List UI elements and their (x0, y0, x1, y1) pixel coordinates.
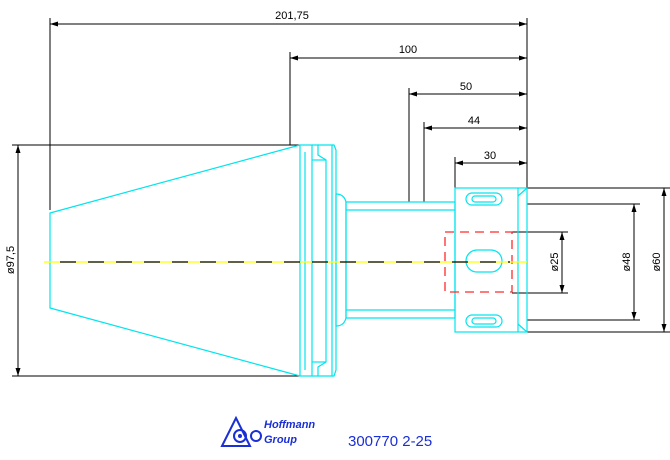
dim-dia-97-5: ø97,5 (5, 246, 17, 274)
dimension-labels: 201,75 100 50 44 30 ø97,5 ø25 ø48 ø60 (5, 10, 663, 274)
triangle-logo-icon (220, 415, 252, 447)
brand-logo: Hoffmann Group (220, 415, 315, 447)
collet-nut (454, 187, 528, 333)
slot-center (465, 249, 503, 273)
gear-logo-icon (250, 430, 262, 442)
slot-top (465, 192, 503, 206)
dim-dia-25: ø25 (549, 253, 561, 272)
dim-length-100: 100 (399, 44, 417, 56)
slot-bottom (465, 314, 503, 328)
dim-dia-48: ø48 (621, 253, 633, 272)
dim-length-44: 44 (468, 115, 480, 127)
logo-line-2: Group (264, 434, 297, 446)
flange (300, 144, 313, 377)
dim-length-50: 50 (460, 81, 472, 93)
dimension-lines (12, 18, 670, 377)
logo-line-1: Hoffmann (264, 419, 315, 431)
shank (345, 201, 456, 319)
dim-dia-60: ø60 (651, 253, 663, 272)
dim-length-30: 30 (484, 150, 496, 162)
part-number: 300770 2-25 (348, 433, 432, 450)
taper-cone (49, 144, 301, 377)
dim-overall-length: 201,75 (275, 10, 309, 22)
tool-holder-outline (49, 144, 528, 377)
